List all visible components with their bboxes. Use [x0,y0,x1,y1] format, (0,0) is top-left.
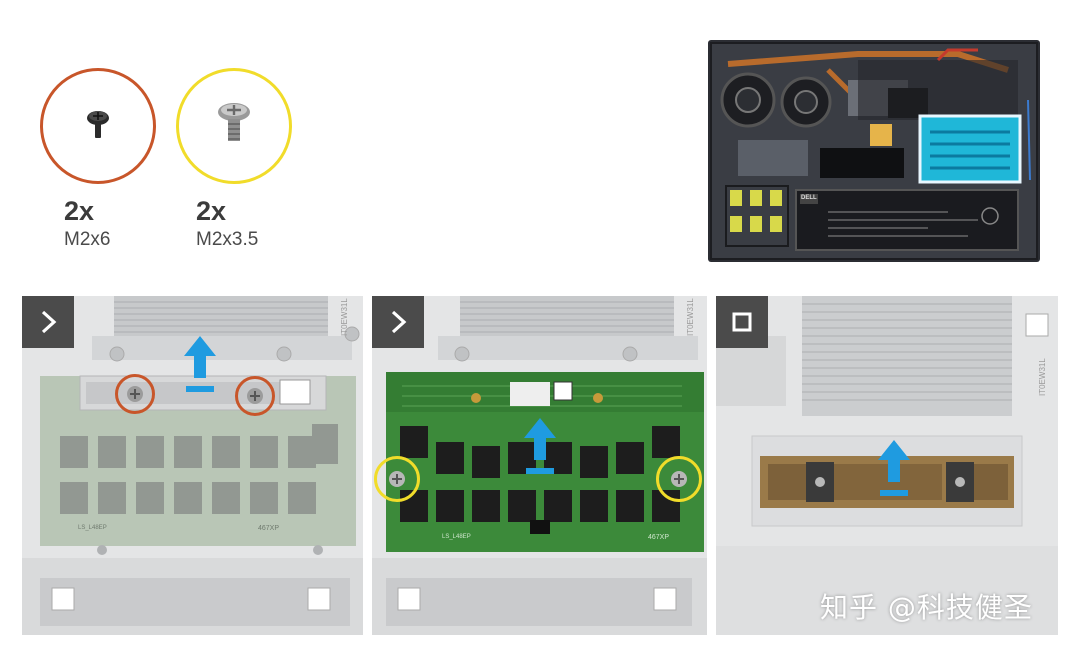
screw-quantity: 2x [64,196,95,226]
step-badge [22,296,74,348]
screw-ring-m2x6 [40,68,156,184]
screw-spec: M2x3.5 [196,229,259,250]
watermark-text: 知乎 @科技健圣 [820,591,1033,624]
screw-quantity: 2x [196,196,227,226]
step-badge [716,296,768,348]
screw-icon [127,386,143,402]
screw-highlight-ring [374,456,420,502]
chevron-right-icon [391,310,407,334]
step-panel-2: 467XP LS_L48EP IT0EW31L [372,296,707,635]
screw-spec: M2x6 [64,229,111,250]
screw-highlight-ring [115,374,155,414]
laptop-overview-image: DELL [708,40,1040,262]
step-panel-1: 467XP LS_L48EP IT0EW31L [22,296,363,635]
step-badge [372,296,424,348]
square-stop-icon [732,312,752,332]
step-panel-3: IT0EW31L 知乎 @科技健圣 [716,296,1058,635]
screw-icon [671,471,687,487]
chassis-side-label: IT0EW31L [686,298,695,336]
screw-ring-m2x3-5 [176,68,292,184]
screw-icon [389,471,405,487]
chassis-side-label: IT0EW31L [1038,358,1047,396]
board-sub-label: LS_L48EP [442,534,471,540]
screw-m2x3-5-icon [218,103,250,141]
lift-arrow-icon [184,336,216,392]
chassis-side-label: IT0EW31L [340,298,349,336]
screw-highlight-ring [656,456,702,502]
battery-brand-label: DELL [801,195,817,201]
board-label: 467XP [258,525,280,532]
screw-icon [247,388,263,404]
lift-arrow-icon [878,440,910,496]
screw-m2x6-icon [87,111,109,138]
chevron-right-icon [41,310,57,334]
screw-highlight-ring [235,376,275,416]
board-sub-label: LS_L48EP [78,525,107,531]
board-label: 467XP [648,534,670,541]
lift-arrow-icon [524,418,556,474]
